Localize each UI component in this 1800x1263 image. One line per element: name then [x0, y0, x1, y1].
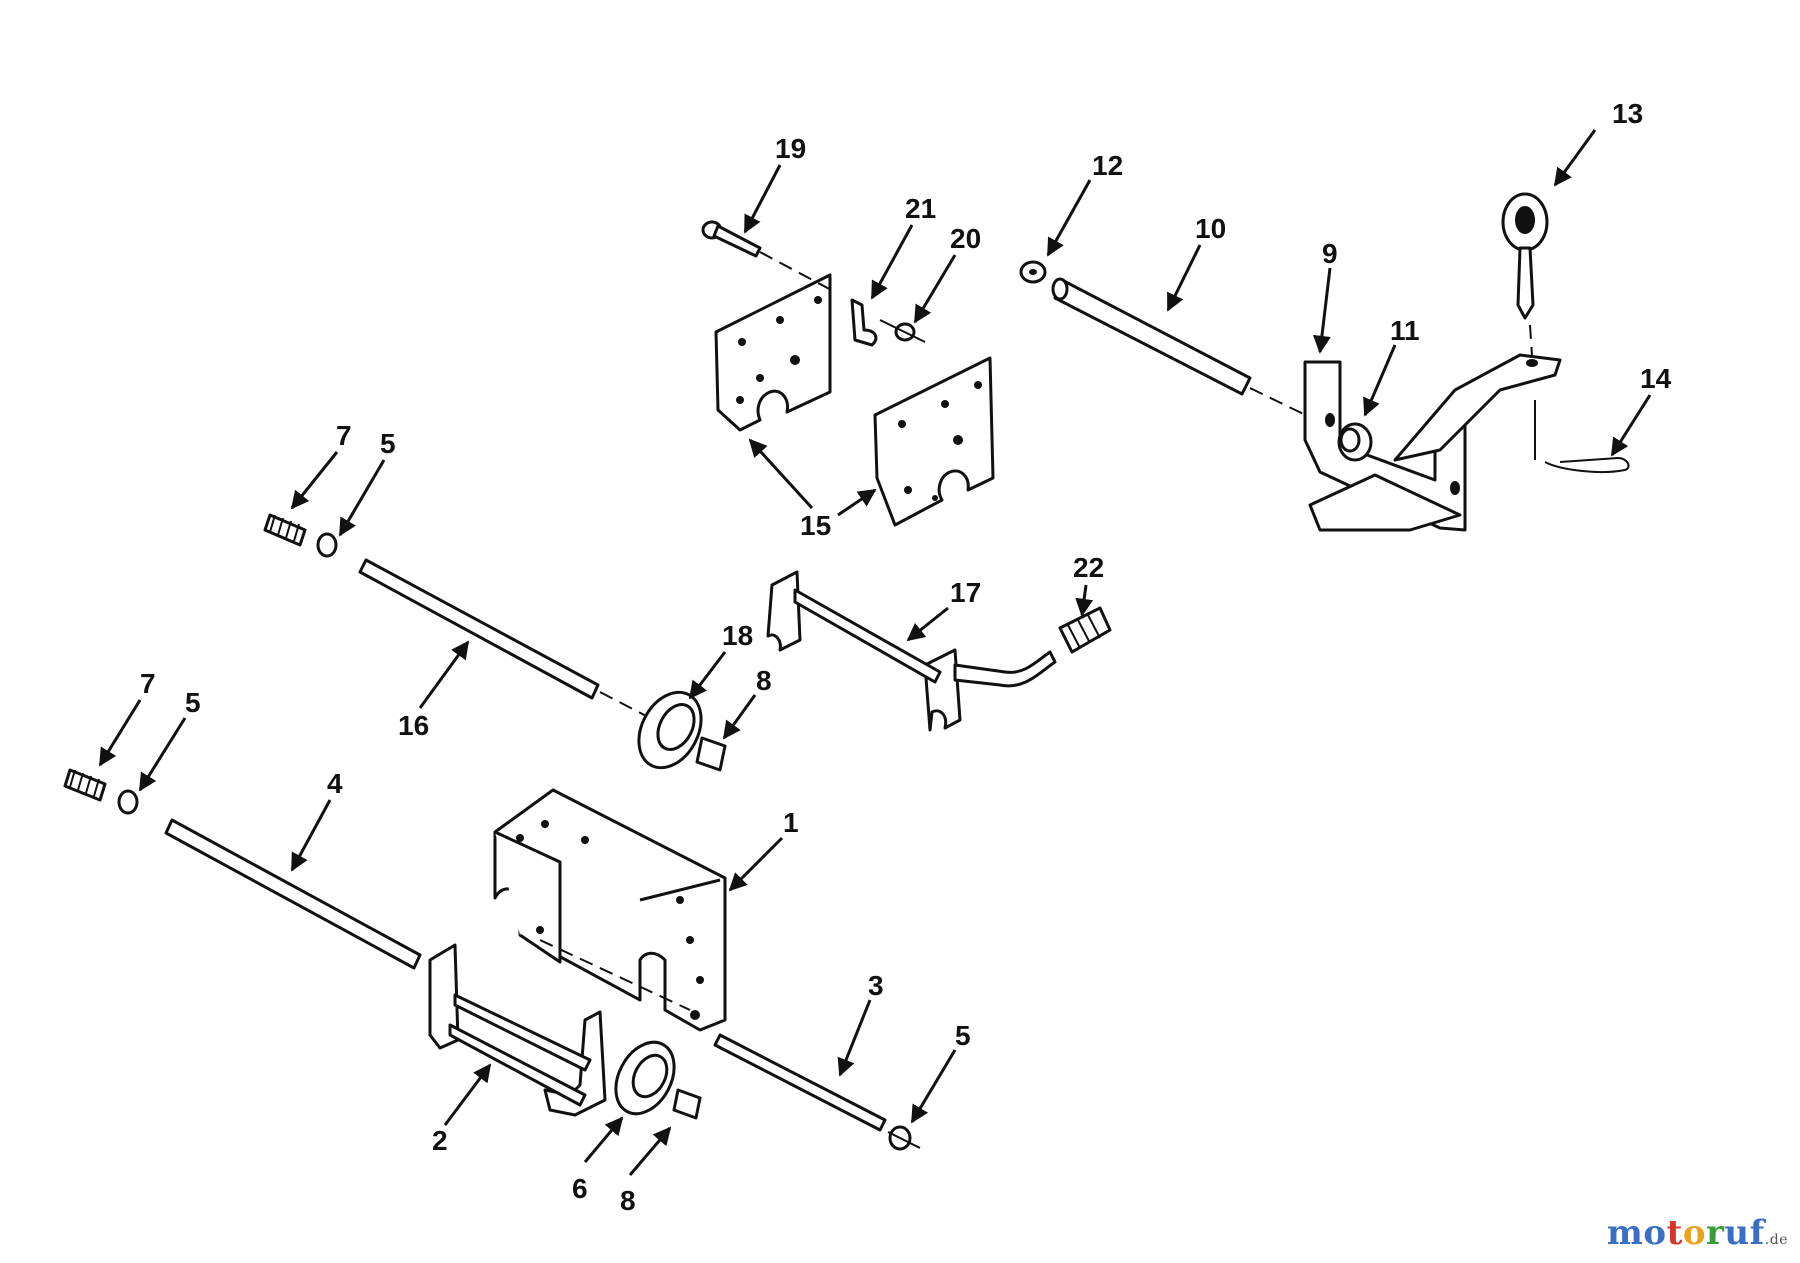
label-11: 11: [1390, 315, 1420, 346]
watermark-letter: o: [1682, 1213, 1706, 1253]
nut-20: [879, 319, 926, 343]
label-12: 12: [1092, 150, 1123, 181]
rod-3: [713, 1033, 887, 1132]
label-15: 15: [800, 510, 831, 541]
hitch-bracket-9: [1303, 353, 1562, 532]
watermark-letter: m: [1606, 1213, 1644, 1253]
pulley-6: [614, 1040, 676, 1116]
spring-7-upper: [263, 513, 307, 547]
bracket-2: [428, 943, 607, 1117]
plate-15-back: [873, 356, 995, 527]
label-9: 9: [1322, 238, 1338, 269]
lever-bracket-17: [766, 570, 1057, 732]
label-19: 19: [775, 133, 806, 164]
spacer-11: [1337, 422, 1373, 462]
label-22: 22: [1073, 552, 1104, 583]
label-7-upper: 7: [336, 420, 352, 451]
label-16: 16: [398, 710, 429, 741]
bushing-8-lower: [672, 1088, 702, 1120]
watermark-letter: t: [1666, 1213, 1683, 1253]
label-5-lower-left: 5: [185, 687, 201, 718]
watermark-letter: o: [1643, 1213, 1667, 1253]
spring-7-lower: [63, 768, 107, 802]
clip-21: [850, 298, 878, 347]
label-21: 21: [905, 193, 936, 224]
label-8-upper: 8: [756, 665, 772, 696]
washer-5-upper: [316, 532, 338, 558]
label-8-lower: 8: [620, 1185, 636, 1216]
label-10: 10: [1195, 213, 1226, 244]
hitch-pin-13: [1501, 192, 1549, 357]
label-5-lower-right: 5: [955, 1020, 971, 1051]
washer-5-lower-right: [887, 1125, 921, 1151]
washer-12: [1019, 260, 1047, 284]
pin-10: [1051, 277, 1321, 423]
label-2: 2: [432, 1125, 448, 1156]
grip-22: [1058, 606, 1112, 654]
watermark-letter: r: [1706, 1213, 1725, 1253]
label-13: 13: [1612, 98, 1643, 129]
watermark-logo: motoruf: [1607, 1213, 1765, 1253]
leader-arrows: [98, 129, 1652, 1176]
label-6: 6: [572, 1173, 588, 1204]
cotter-pin-14: [1534, 400, 1630, 473]
watermark-letter: u: [1724, 1213, 1750, 1253]
label-20: 20: [950, 223, 981, 254]
label-17: 17: [950, 577, 981, 608]
shaft-16: [358, 558, 651, 719]
callout-labels: 19 21 20 12 10 13 9 11 14 15 7 5 16 18 8…: [140, 98, 1672, 1216]
label-1: 1: [783, 807, 799, 838]
watermark-domain: .de: [1764, 1232, 1788, 1248]
plate-15-front: [714, 273, 832, 432]
site-watermark: motoruf.de: [1607, 1213, 1788, 1253]
label-3: 3: [868, 970, 884, 1001]
label-18: 18: [722, 620, 753, 651]
watermark-letter: f: [1749, 1213, 1765, 1253]
label-7-lower: 7: [140, 668, 156, 699]
shaft-4: [164, 818, 422, 970]
washer-5-lower-left: [117, 789, 139, 815]
bushing-8-upper: [695, 736, 727, 772]
housing-1: [493, 788, 727, 1032]
bolt-19: [701, 220, 836, 293]
pulley-18: [637, 690, 703, 770]
label-4: 4: [327, 768, 343, 799]
label-14: 14: [1640, 363, 1672, 394]
label-5-upper: 5: [380, 428, 396, 459]
